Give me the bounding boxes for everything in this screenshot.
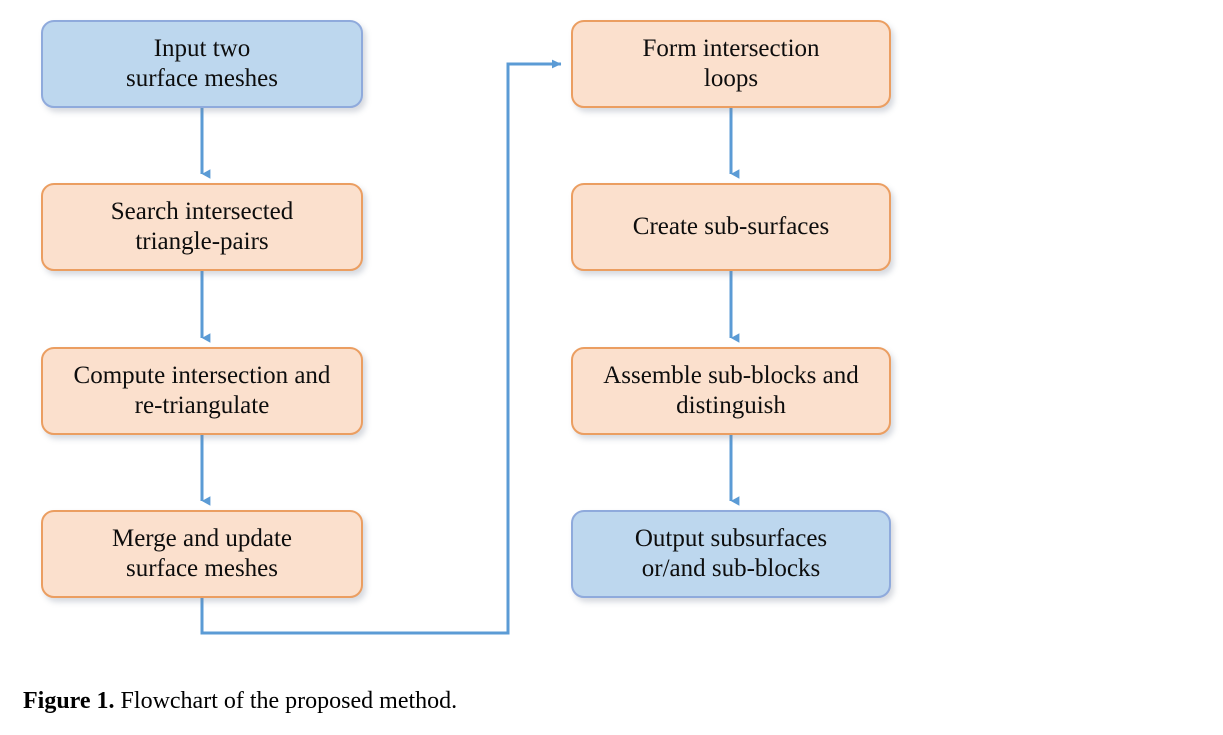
node-label: Merge and update surface meshes xyxy=(111,524,293,583)
node-form-intersection-loops[interactable]: Form intersection loops xyxy=(571,20,891,108)
figure-caption: Figure 1. Flowchart of the proposed meth… xyxy=(23,688,457,715)
node-compute-intersection-and-re-triangulate[interactable]: Compute intersection and re-triangulate xyxy=(41,347,363,435)
node-merge-and-update-surface-meshes[interactable]: Merge and update surface meshes xyxy=(41,510,363,598)
figure-caption-text: Flowchart of the proposed method. xyxy=(114,688,458,714)
node-label: Create sub-surfaces xyxy=(632,212,830,240)
node-label: Input two surface meshes xyxy=(125,34,278,93)
node-label: Form intersection loops xyxy=(642,34,820,93)
node-label: Assemble sub-blocks and distinguish xyxy=(603,361,859,420)
node-label: Output subsurfaces or/and sub-blocks xyxy=(634,524,828,583)
node-label: Compute intersection and re-triangulate xyxy=(73,361,331,420)
figure-caption-label: Figure 1. xyxy=(23,688,115,714)
node-label: Search intersected triangle-pairs xyxy=(110,197,294,256)
node-search-intersected-triangle-pairs[interactable]: Search intersected triangle-pairs xyxy=(41,183,363,271)
node-assemble-sub-blocks-and-distinguish[interactable]: Assemble sub-blocks and distinguish xyxy=(571,347,891,435)
node-create-sub-surfaces[interactable]: Create sub-surfaces xyxy=(571,183,891,271)
node-output-subsurfaces-or-and-sub-blocks[interactable]: Output subsurfaces or/and sub-blocks xyxy=(571,510,891,598)
node-input-two-surface-meshes[interactable]: Input two surface meshes xyxy=(41,20,363,108)
